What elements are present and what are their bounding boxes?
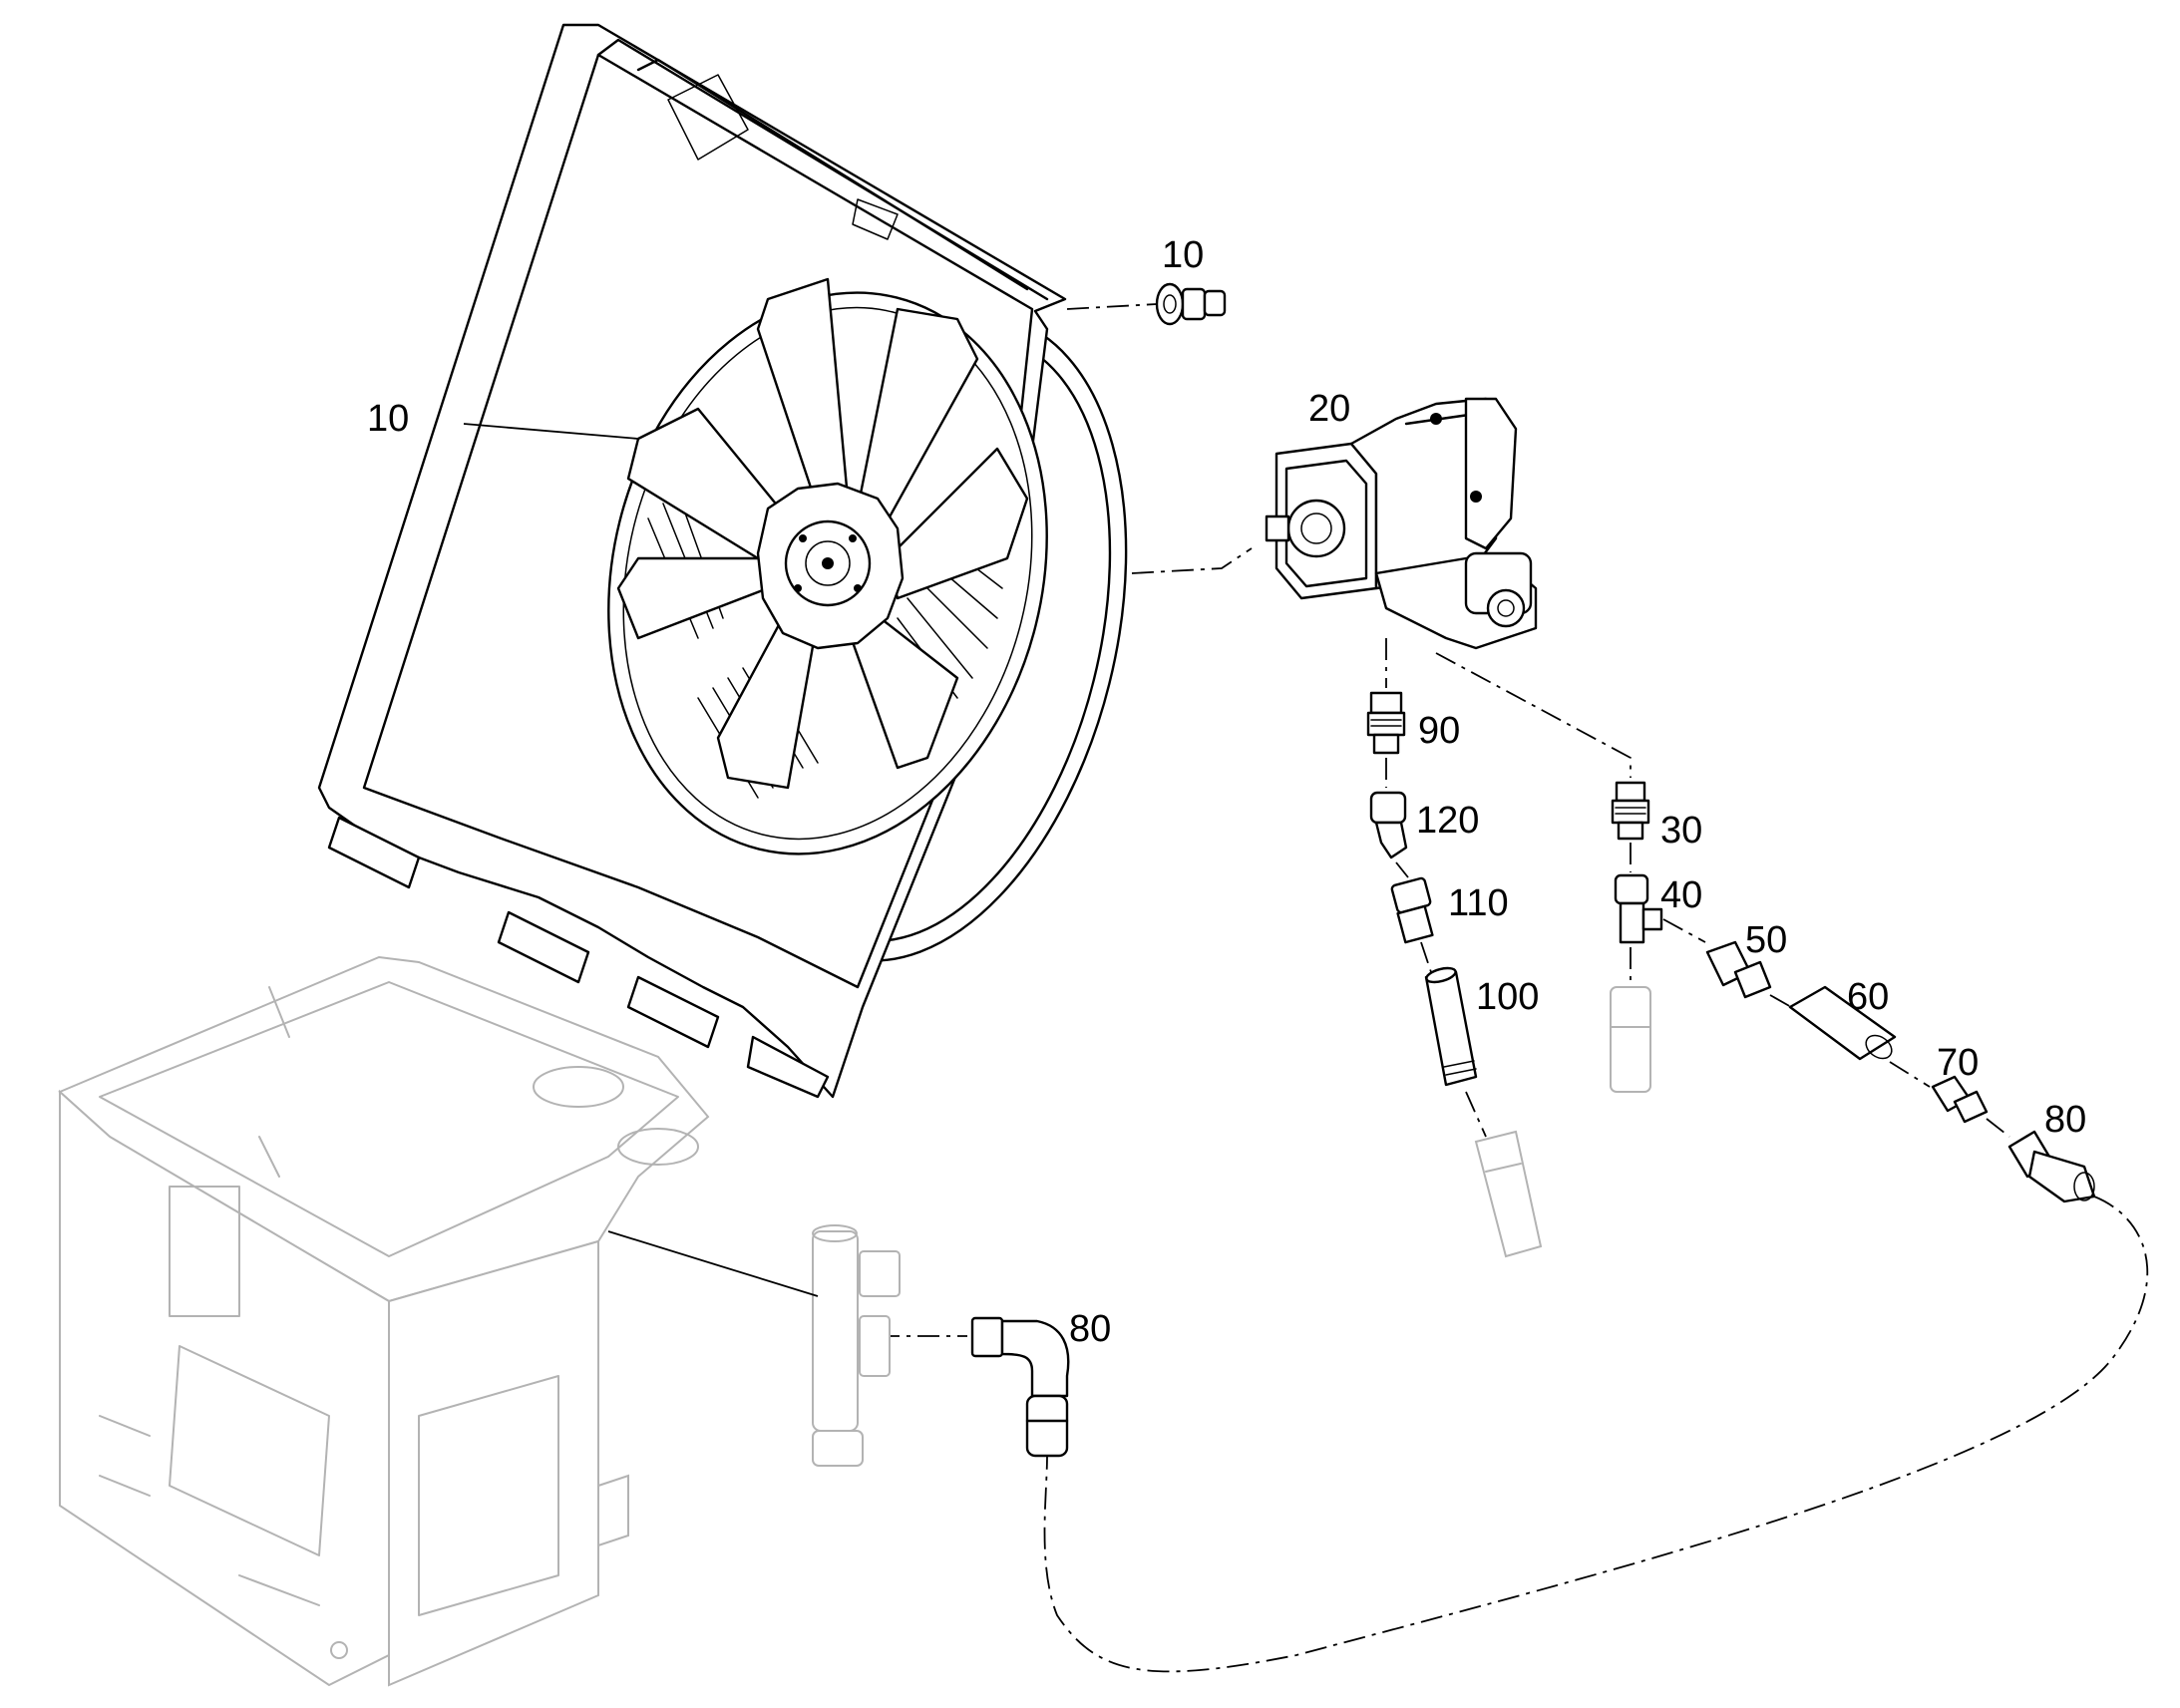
tee-40 bbox=[1614, 873, 1663, 944]
callout-60: 60 bbox=[1847, 976, 1889, 1018]
fitting-110 bbox=[1390, 876, 1434, 944]
elbow-120 bbox=[1369, 791, 1408, 859]
callout-30: 30 bbox=[1660, 810, 1702, 852]
callout-110: 110 bbox=[1448, 882, 1509, 924]
callout-120: 120 bbox=[1416, 800, 1479, 842]
leader-10-fan bbox=[463, 423, 639, 440]
callout-10-bolt: 10 bbox=[1162, 234, 1204, 276]
callout-80-lower: 80 bbox=[1069, 1308, 1111, 1350]
fitting-50 bbox=[1705, 940, 1772, 999]
callout-90: 90 bbox=[1418, 710, 1460, 752]
fan-hub bbox=[756, 482, 905, 650]
leader-chassis-valve bbox=[607, 1230, 819, 1297]
fan-blades bbox=[616, 277, 1029, 790]
callout-40: 40 bbox=[1660, 874, 1702, 916]
fitting-30 bbox=[1611, 781, 1650, 841]
callout-80-upper: 80 bbox=[2044, 1099, 2086, 1141]
ghost-valve bbox=[812, 1224, 901, 1467]
hydraulic-motor bbox=[1131, 397, 1538, 650]
fan-assembly bbox=[317, 23, 1128, 1099]
fitting-70 bbox=[1931, 1075, 1989, 1124]
ghost-fitting-right bbox=[1610, 986, 1651, 1093]
ghost-chassis bbox=[58, 955, 710, 1687]
adapter-100 bbox=[1424, 966, 1478, 1087]
callout-70: 70 bbox=[1937, 1042, 1979, 1084]
callout-10-fan: 10 bbox=[367, 398, 409, 440]
fan-bolt bbox=[1066, 282, 1227, 326]
hose-80-route bbox=[1043, 1196, 2149, 1673]
ghost-fitting-left bbox=[1474, 1130, 1543, 1258]
adapter-60 bbox=[1788, 985, 1897, 1061]
hose-elbow-80-lower bbox=[878, 1316, 1070, 1458]
callout-50: 50 bbox=[1745, 919, 1787, 961]
fitting-90 bbox=[1366, 691, 1406, 755]
callout-20: 20 bbox=[1308, 388, 1350, 430]
callout-100: 100 bbox=[1476, 976, 1539, 1018]
hose-end-80-upper bbox=[2007, 1130, 2096, 1203]
